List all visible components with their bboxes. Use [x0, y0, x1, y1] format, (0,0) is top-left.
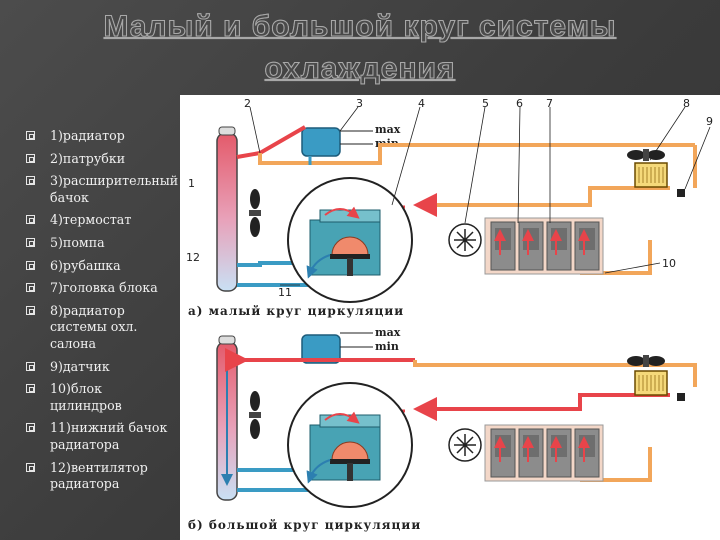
legend-list: 1)радиатор 2)патрубки 3)расширительный б…	[26, 128, 178, 499]
legend-item: 3)расширительный бачок	[26, 173, 178, 206]
square-bullet-icon	[26, 305, 35, 315]
fan-icon	[249, 391, 261, 439]
return-pipe	[413, 186, 670, 217]
square-bullet-icon	[26, 384, 35, 394]
sensor	[677, 393, 685, 401]
callout-number: 1	[188, 177, 195, 190]
thermostat	[287, 177, 413, 303]
legend-item: 12)вентилятор радиатора	[26, 460, 176, 493]
callout-number: 12	[186, 251, 200, 264]
square-bullet-icon	[26, 423, 35, 433]
caption-small-circuit: а) малый круг циркуляции	[188, 304, 404, 318]
caption-large-circuit: б) большой круг циркуляции	[188, 518, 421, 532]
expansion-tank	[301, 334, 341, 364]
callout-number: 4	[418, 97, 425, 110]
large-circuit-panel: max min б) большой круг циркуляции	[188, 326, 697, 532]
heater-fan-icon	[627, 149, 665, 161]
legend-item: 2)патрубки	[26, 151, 176, 168]
bypass-pipe	[258, 143, 695, 165]
pump-icon	[448, 223, 482, 257]
square-bullet-icon	[26, 153, 35, 163]
engine-block	[484, 424, 604, 482]
legend-item: 8)радиатор системы охл. салона	[26, 303, 176, 353]
diagram-panel	[180, 95, 720, 540]
fan-icon	[249, 189, 261, 237]
callout-number: 5	[482, 97, 489, 110]
cooling-system-diagram: max min 1 2 3 4 5 6 7	[180, 95, 720, 540]
square-bullet-icon	[26, 260, 35, 270]
max-label: max	[375, 123, 401, 136]
sensor	[677, 189, 685, 197]
expansion-tank	[301, 127, 341, 157]
square-bullet-icon	[26, 215, 35, 225]
legend-item: 10)блок цилиндров	[26, 381, 176, 414]
heater-fan-icon	[627, 355, 665, 367]
small-circuit-panel: max min 1 2 3 4 5 6 7	[186, 97, 713, 318]
square-bullet-icon	[26, 237, 35, 247]
legend-item: 4)термостат	[26, 212, 176, 229]
callout-number: 3	[356, 97, 363, 110]
cabin-heater-radiator	[634, 162, 668, 188]
thermostat	[287, 382, 413, 508]
callout-number: 2	[244, 97, 251, 110]
legend-item: 6)рубашка	[26, 258, 176, 275]
callout-number: 11	[278, 286, 292, 299]
callout-number: 7	[546, 97, 553, 110]
cold-pipe	[237, 261, 308, 267]
cabin-heater-radiator	[634, 370, 668, 396]
engine-block	[484, 217, 604, 275]
pump-icon	[448, 428, 482, 462]
return-pipe	[413, 360, 697, 387]
square-bullet-icon	[26, 361, 35, 371]
max-label: max	[375, 326, 401, 339]
legend-item: 9)датчик	[26, 359, 176, 376]
legend-item: 7)головка блока	[26, 280, 176, 297]
callout-number: 9	[706, 115, 713, 128]
square-bullet-icon	[26, 283, 35, 293]
radiator	[216, 132, 238, 292]
square-bullet-icon	[26, 131, 35, 140]
legend-item: 1)радиатор	[26, 128, 176, 145]
legend-item: 5)помпа	[26, 235, 176, 252]
min-label: min	[375, 340, 399, 353]
square-bullet-icon	[26, 462, 35, 472]
callout-number: 8	[683, 97, 690, 110]
callout-number: 6	[516, 97, 523, 110]
legend-item: 11)нижний бачок радиатора	[26, 420, 176, 453]
page-title-line-1: Малый и большой круг системы	[103, 10, 617, 44]
page-title-line-2: охлаждения	[264, 52, 456, 86]
callout-number: 10	[662, 257, 676, 270]
square-bullet-icon	[26, 176, 35, 186]
